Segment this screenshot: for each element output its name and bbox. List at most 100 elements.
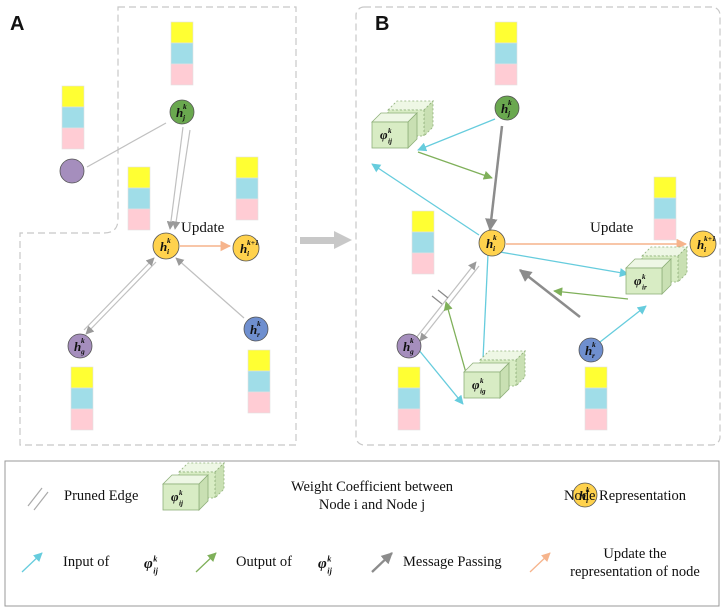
node-subscript: i	[704, 245, 707, 254]
node-superscript: k	[508, 98, 512, 107]
weight-superscript: k	[179, 489, 183, 497]
node-subscript: i	[247, 249, 250, 258]
feature-cell	[247, 349, 271, 372]
stack-node-i-a	[127, 166, 151, 231]
feature-cell	[411, 210, 435, 233]
stack-node-j-a	[170, 21, 194, 86]
stack-node-i-next-b	[653, 176, 677, 241]
feature-cell	[494, 42, 518, 65]
weight-subscript: ij	[179, 500, 183, 508]
stack-node-i-next-a	[235, 156, 259, 221]
feature-cell	[584, 408, 608, 431]
weight-symbol: φ	[144, 556, 153, 572]
feature-cell	[397, 408, 421, 431]
stack-purple-node-a	[61, 85, 85, 150]
feature-cell	[235, 198, 259, 221]
feature-cell	[653, 218, 677, 241]
panel-b-message-edges	[485, 125, 581, 318]
panel-a-outline	[19, 6, 297, 446]
feature-cell	[494, 21, 518, 44]
node-subscript: r	[257, 330, 260, 339]
node-subscript: g	[80, 347, 85, 356]
stack-node-r-b	[584, 366, 608, 431]
node-superscript: k	[592, 340, 596, 349]
node-superscript: k	[586, 485, 590, 494]
node-label: h	[486, 236, 493, 251]
weight-subscript: ij	[153, 566, 158, 575]
node-superscript: k	[257, 319, 261, 328]
node-subscript: i	[167, 247, 170, 256]
weight-superscript: k	[480, 377, 484, 385]
weight-subscript: ir	[642, 284, 647, 292]
weight-box-ig: φk-1igφkig	[463, 350, 526, 399]
feature-cell	[61, 127, 85, 150]
legend-message-arrow-icon	[371, 552, 393, 573]
node-label: h	[585, 343, 592, 358]
node-subscript: j	[507, 109, 511, 118]
node-label: h	[176, 105, 183, 120]
node-superscript: k+1	[704, 234, 716, 243]
feature-cell	[397, 366, 421, 389]
feature-cell	[70, 366, 94, 389]
weight-symbol: φ	[472, 377, 480, 392]
node-label: h	[501, 101, 508, 116]
node-superscript: k	[183, 102, 187, 111]
node-subscript: g	[409, 347, 414, 356]
stack-node-r-a	[247, 349, 271, 414]
feature-cell	[397, 387, 421, 410]
feature-cell	[411, 231, 435, 254]
node-superscript: k	[167, 236, 171, 245]
node-subscript: i	[586, 496, 589, 505]
panel-b-outline	[355, 6, 721, 446]
legend-weight-icon: φk-1ijφkij	[162, 462, 225, 511]
feature-cell	[411, 252, 435, 275]
node-label: h	[579, 488, 586, 503]
node-superscript: k	[410, 336, 414, 345]
node-subscript: j	[182, 113, 186, 122]
node-label: h	[250, 322, 257, 337]
legend-output-arrow-icon	[195, 552, 217, 573]
feature-cell	[170, 63, 194, 86]
feature-cell	[70, 408, 94, 431]
node-label: h	[160, 239, 167, 254]
feature-cell	[170, 42, 194, 65]
stack-node-g-b	[397, 366, 421, 431]
feature-cell	[127, 187, 151, 210]
legend-box	[4, 460, 720, 607]
node-label: h	[697, 237, 704, 252]
feature-cell	[653, 197, 677, 220]
node-superscript: k	[493, 233, 497, 242]
stack-node-j-b	[494, 21, 518, 86]
feature-cell	[247, 391, 271, 414]
legend-symbols	[21, 487, 551, 573]
node-label: h	[240, 241, 247, 256]
feature-cell	[127, 208, 151, 231]
panel-b-output-edges	[417, 151, 629, 381]
node-subscript: r	[592, 351, 595, 360]
feature-cell	[247, 370, 271, 393]
transition-arrow	[300, 231, 352, 249]
weight-symbol: φ	[380, 127, 388, 142]
weight-symbol: φ	[171, 489, 179, 504]
feature-cell	[70, 387, 94, 410]
panel-a-edges	[83, 122, 245, 335]
node-superscript: k	[81, 336, 85, 345]
node-superscript: k+1	[247, 238, 259, 247]
feature-cell	[61, 85, 85, 108]
feature-cell	[235, 156, 259, 179]
weight-subscript: ij	[327, 566, 332, 575]
weight-box-ij: φk-1ijφkij	[371, 100, 434, 149]
feature-cell	[127, 166, 151, 189]
